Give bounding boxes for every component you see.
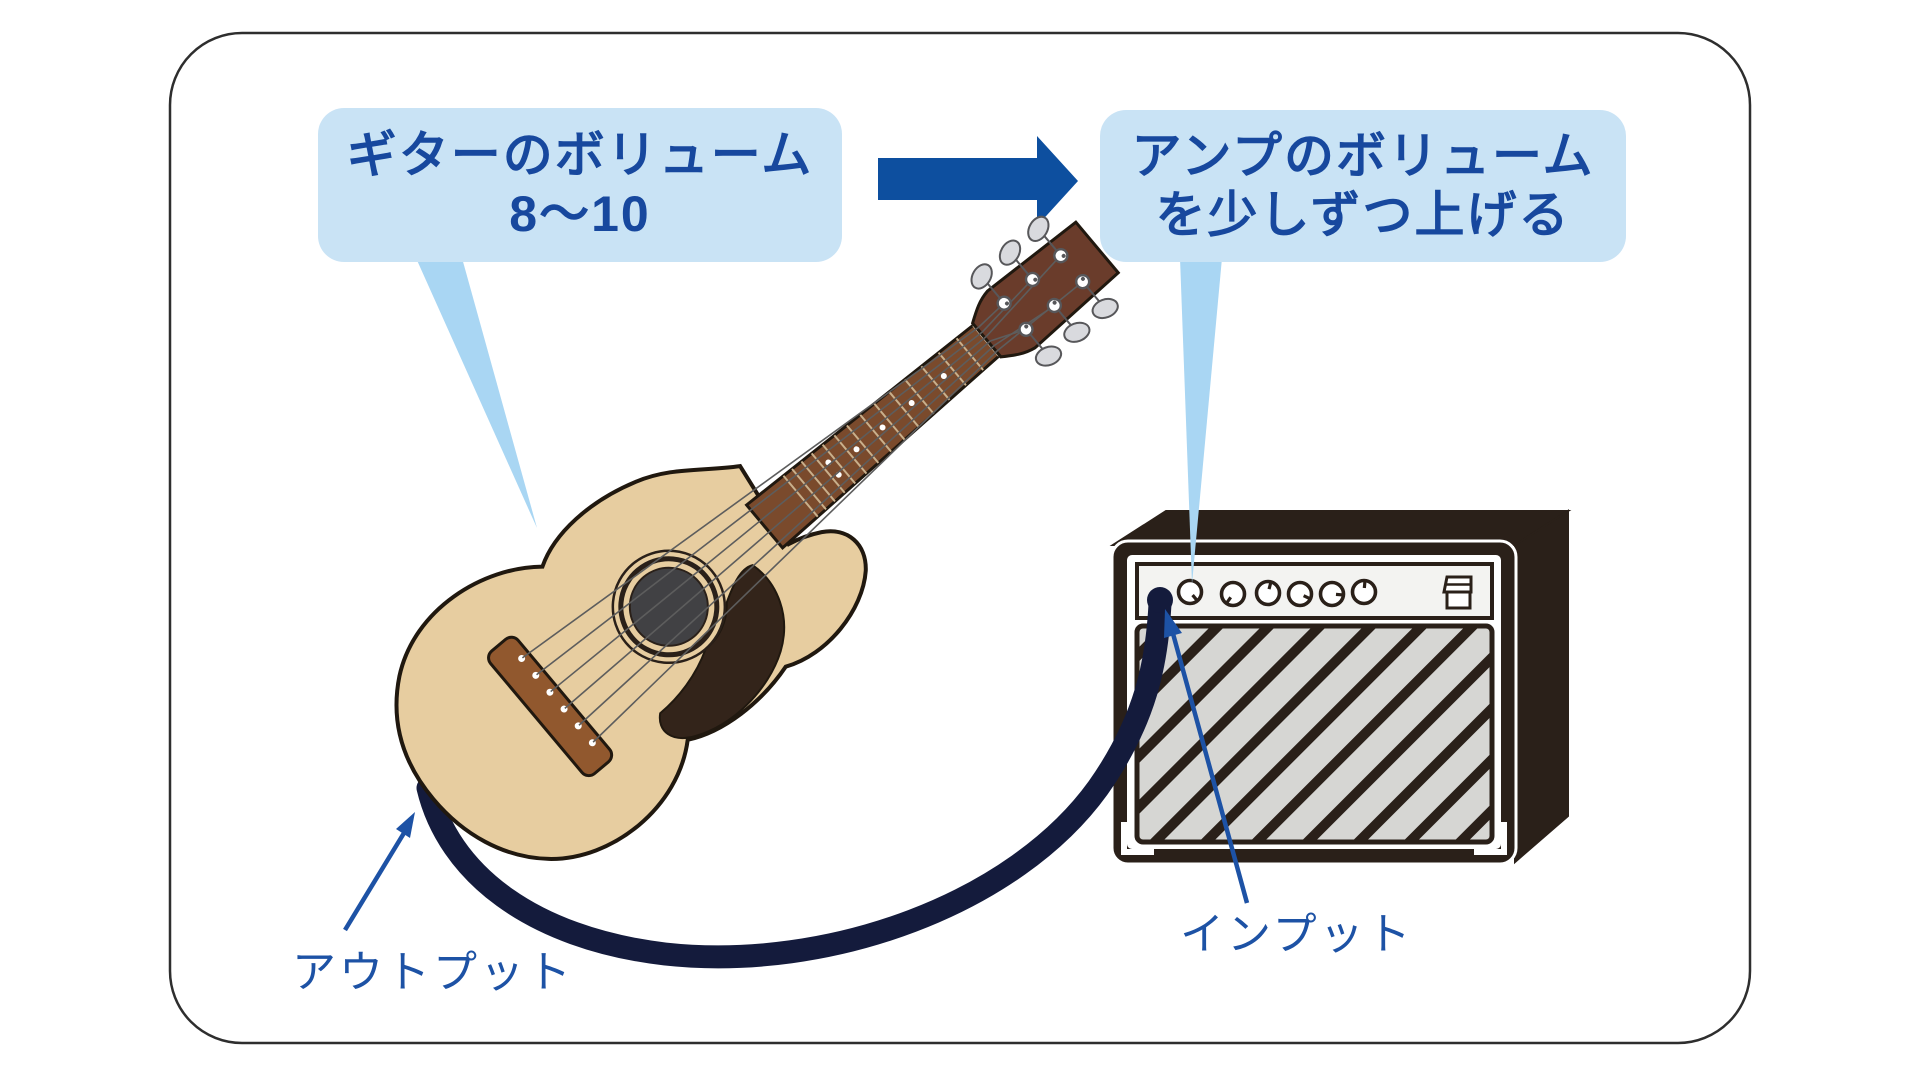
input-label: インプット	[1180, 910, 1414, 959]
guitar-volume-line1: ギターのボリューム	[346, 127, 814, 183]
amp-power-switch-icon	[1442, 575, 1473, 610]
output-pointer-arrow	[343, 812, 415, 932]
amp-volume-callout: アンプのボリューム を少しずつ上げる	[1100, 110, 1626, 262]
input-pointer-arrow	[1164, 609, 1250, 904]
amp-volume-line1: アンプのボリューム	[1131, 128, 1595, 184]
guitar-volume-line2: 8〜10	[509, 186, 651, 242]
amp-knob-2	[1219, 580, 1247, 608]
guitar-illustration	[394, 215, 1121, 861]
amp-corner-bracket-left	[1121, 822, 1154, 855]
amp-knob-3	[1254, 579, 1282, 607]
amp-grille	[1134, 623, 1495, 845]
amp-side-face	[1514, 509, 1569, 865]
guitar-body	[394, 463, 868, 861]
amp-knob-5	[1318, 580, 1346, 608]
guitar-volume-callout: ギターのボリューム 8〜10	[318, 108, 842, 262]
guitar-tuners	[970, 215, 1119, 367]
amp-knob-4	[1286, 580, 1314, 608]
guitar-headstock	[970, 220, 1121, 359]
guitar-callout-tail	[416, 258, 537, 528]
amp-knob-1	[1176, 578, 1204, 606]
amp-volume-line2: を少しずつ上げる	[1155, 187, 1571, 243]
amp-corner-bracket-right	[1474, 822, 1507, 855]
right-arrow-icon	[878, 136, 1078, 226]
amp-illustration	[1109, 509, 1572, 866]
output-label: アウトプット	[292, 948, 574, 997]
guitar-pickguard	[658, 564, 786, 739]
amp-callout-tail	[1180, 258, 1222, 584]
amp-input-jack	[1147, 587, 1173, 613]
amp-knob-6	[1350, 578, 1378, 606]
guitar-bridge	[487, 635, 614, 778]
instrument-cable	[416, 592, 1172, 969]
